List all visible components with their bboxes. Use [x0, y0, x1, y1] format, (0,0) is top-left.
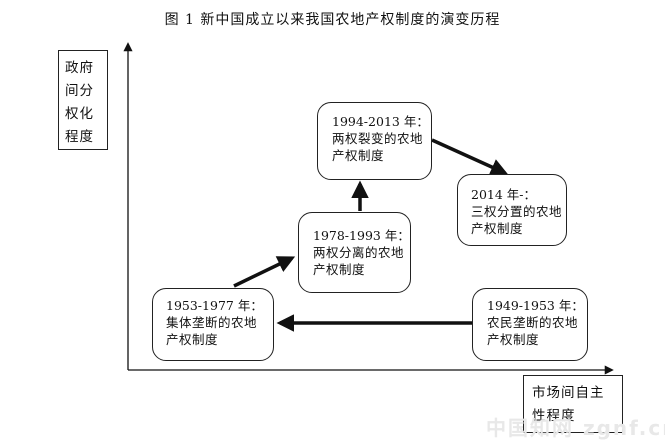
- arrow-1953-to-1978: [233, 256, 296, 288]
- stage-years: 1978-1993 年：: [313, 228, 410, 243]
- stage-1949-1953: 1949-1953 年： 农民垄断的农地产权制度: [472, 288, 588, 361]
- stage-1978-1993: 1978-1993 年： 两权分离的农地产权制度: [298, 212, 411, 293]
- stage-description: 两权裂变的农地产权制度: [332, 131, 424, 163]
- figure-caption: 图 1 新中国成立以来我国农地产权制度的演变历程: [164, 12, 501, 28]
- stage-1994-2013: 1994-2013 年： 两权裂变的农地产权制度: [317, 102, 432, 180]
- stage-1953-1977: 1953-1977 年： 集体垄断的农地产权制度: [152, 288, 274, 361]
- y-axis-label: 政府间分权化程度: [58, 50, 108, 150]
- arrow-1994-to-2014: [431, 138, 509, 176]
- stage-description: 两权分离的农地产权制度: [313, 245, 405, 277]
- x-axis-label: 市场间自主性程度: [523, 375, 623, 433]
- stage-years: 1953-1977 年：: [166, 298, 263, 313]
- stage-description: 农民垄断的农地产权制度: [487, 315, 579, 347]
- watermark: 中国知网 zgnf.cn: [486, 416, 665, 440]
- stage-2014-onward: 2014 年-： 三权分置的农地产权制度: [457, 174, 567, 246]
- stage-years: 1949-1953 年：: [487, 298, 584, 313]
- stage-description: 集体垄断的农地产权制度: [166, 315, 258, 347]
- stage-description: 三权分置的农地产权制度: [471, 204, 563, 236]
- stage-years: 2014 年-：: [471, 187, 537, 202]
- stage-years: 1994-2013 年：: [332, 114, 429, 129]
